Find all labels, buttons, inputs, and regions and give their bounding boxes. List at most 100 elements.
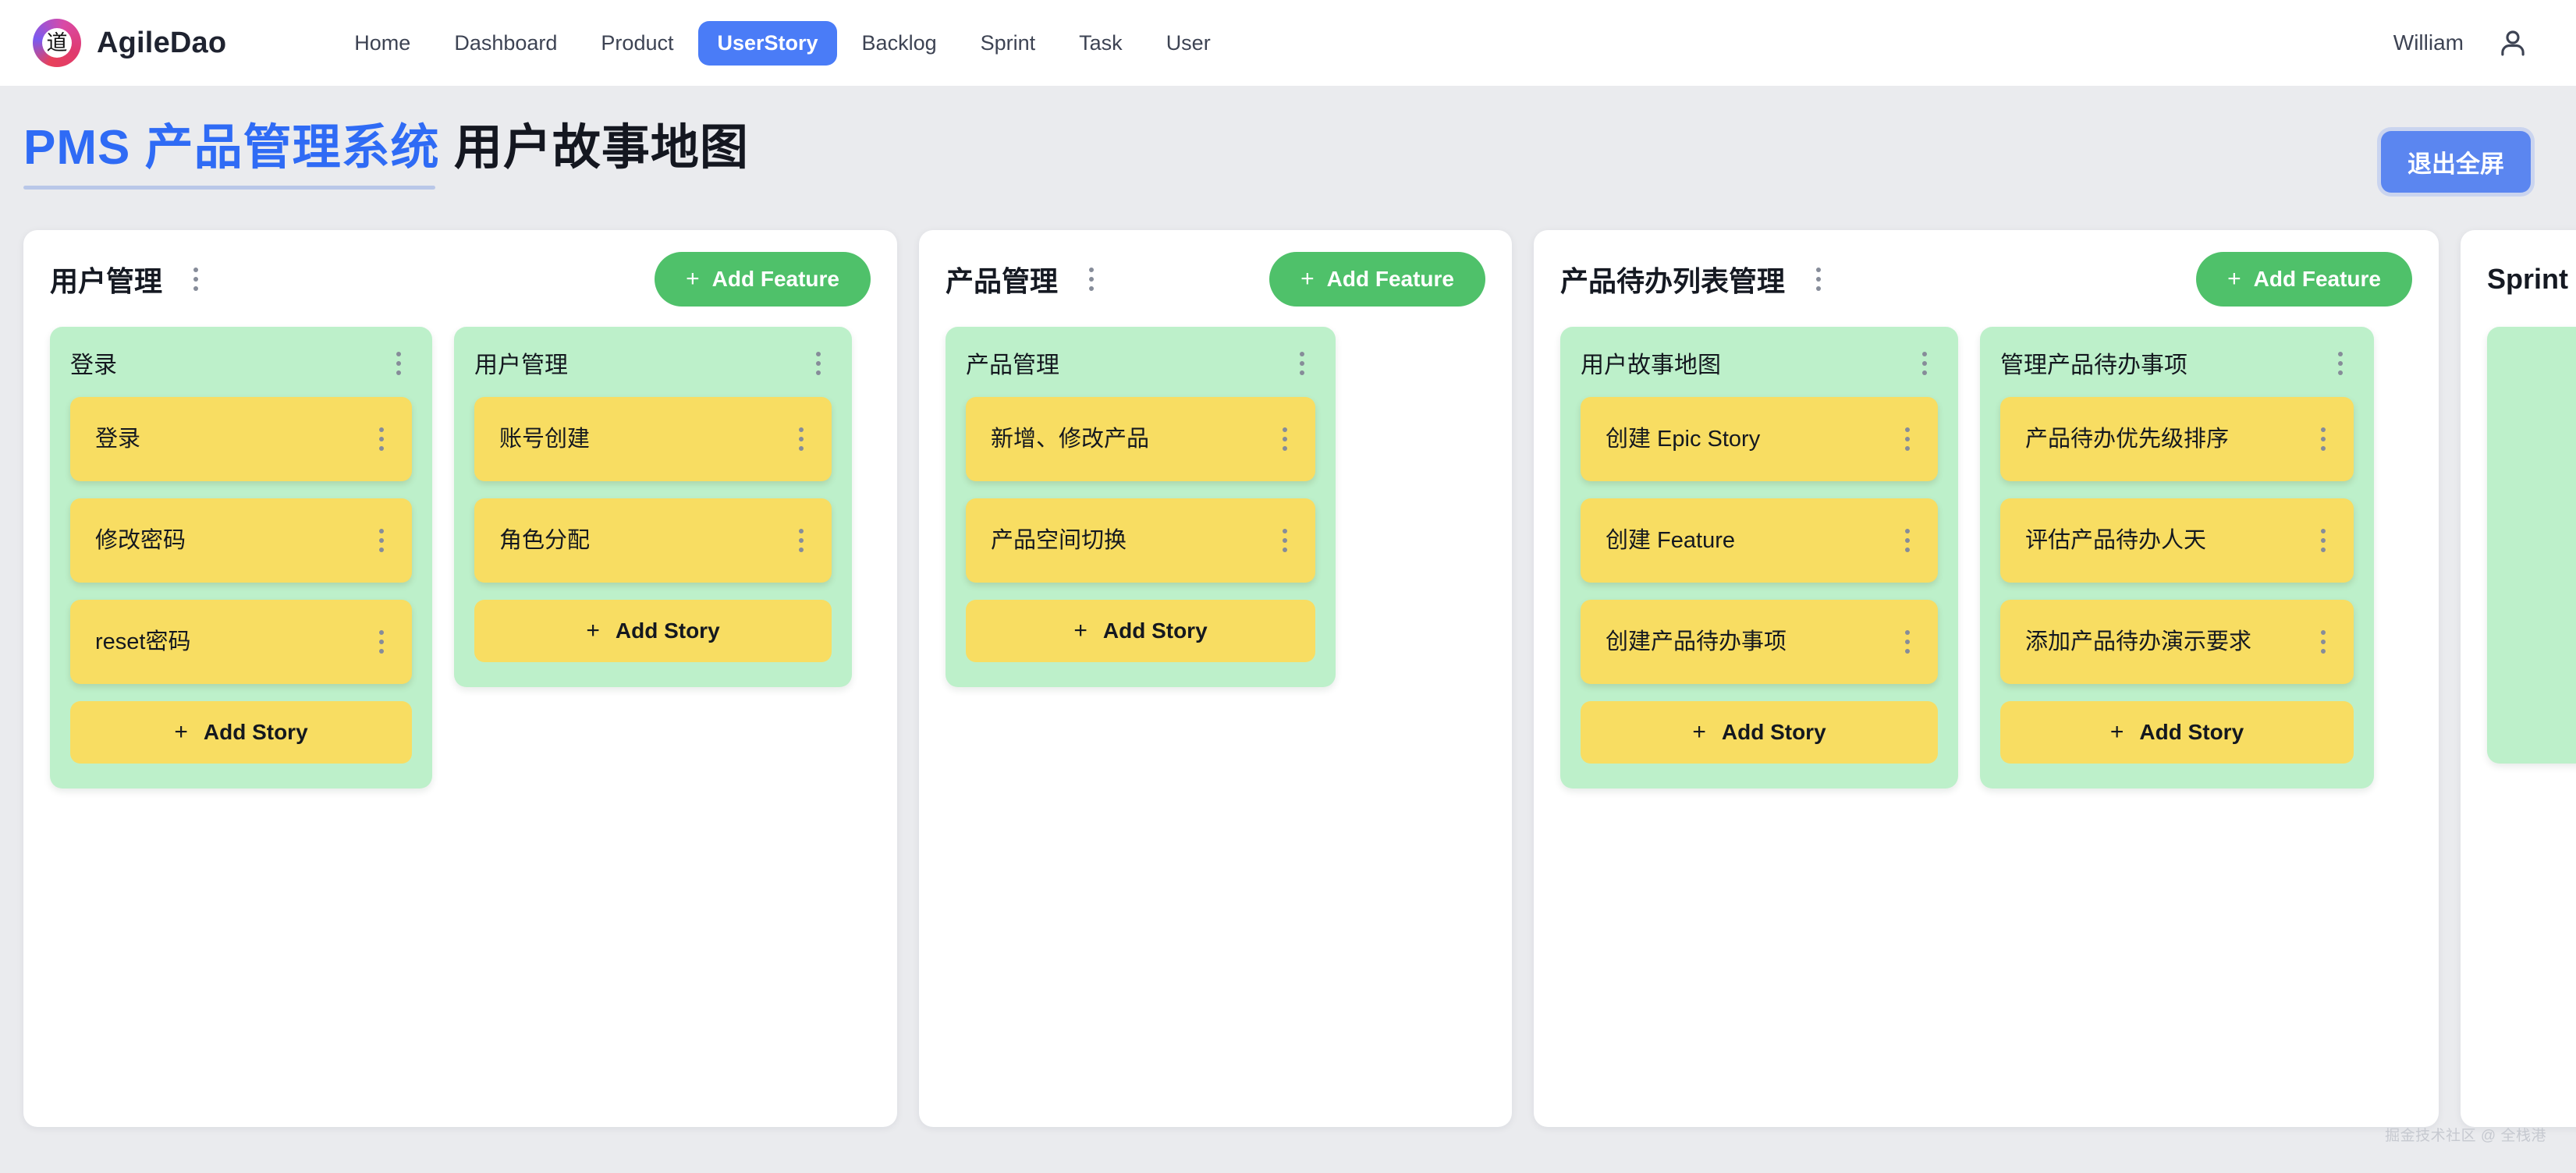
feature-menu-icon[interactable]: [1911, 346, 1938, 381]
watermark: 掘金技术社区 @ 全栈港: [2385, 1128, 2546, 1144]
nav-link-user[interactable]: User: [1166, 30, 1211, 55]
story-card[interactable]: 修改密码: [70, 498, 412, 583]
story-menu-icon[interactable]: [2310, 523, 2336, 558]
story-card[interactable]: 评估产品待办人天: [2000, 498, 2354, 583]
story-card[interactable]: 创建产品待办事项: [1581, 600, 1938, 685]
nav-link-task[interactable]: Task: [1079, 30, 1123, 55]
add-story-button[interactable]: +Add Story: [70, 701, 412, 764]
add-feature-label: Add Feature: [1326, 267, 1454, 292]
nav-link-home[interactable]: Home: [354, 30, 411, 55]
epic-menu-icon[interactable]: [1078, 261, 1105, 297]
feature-card[interactable]: [2487, 327, 2576, 764]
main-nav: Home Dashboard Product UserStory Backlog Spri…: [335, 20, 1229, 66]
story-title: 修改密码: [95, 527, 186, 553]
epic-column: Sprint+Add Feature: [2461, 230, 2576, 1128]
feature-header: 用户故事地图: [1581, 346, 1938, 381]
story-card[interactable]: 创建 Epic Story: [1581, 397, 1938, 482]
story-menu-icon[interactable]: [2310, 421, 2336, 457]
epic-menu-icon[interactable]: [183, 261, 209, 297]
plus-icon: +: [2109, 719, 2124, 746]
feature-menu-icon[interactable]: [385, 346, 412, 381]
story-card[interactable]: 角色分配: [474, 498, 832, 583]
epic-header: 用户管理+Add Feature: [50, 252, 871, 307]
feature-menu-icon[interactable]: [1289, 346, 1315, 381]
add-feature-button[interactable]: +Add Feature: [655, 252, 871, 307]
nav-link-userstory[interactable]: UserStory: [698, 20, 837, 66]
story-menu-icon[interactable]: [1894, 523, 1921, 558]
add-feature-button[interactable]: +Add Feature: [1269, 252, 1485, 307]
add-story-label: Add Story: [2139, 720, 2244, 745]
story-card[interactable]: 账号创建: [474, 397, 832, 482]
story-menu-icon[interactable]: [368, 421, 395, 457]
add-story-button[interactable]: + Add Story: [474, 600, 832, 663]
plus-icon: +: [586, 618, 600, 644]
page-title-section: 用户故事地图: [453, 121, 749, 175]
feature-menu-icon[interactable]: [805, 346, 832, 381]
nav-link-sprint[interactable]: Sprint: [980, 30, 1036, 55]
story-menu-icon[interactable]: [1894, 624, 1921, 660]
plus-icon: +: [2227, 266, 2241, 292]
story-title: 添加产品待办演示要求: [2025, 629, 2252, 654]
story-title: 创建 Feature: [1606, 527, 1735, 553]
add-feature-button[interactable]: +Add Feature: [2196, 252, 2412, 307]
features-row: 用户故事地图创建 Epic Story 创建 Feature 创建产品待办事项 + Ad…: [1560, 327, 2412, 789]
feature-menu-icon[interactable]: [2327, 346, 2354, 381]
story-card[interactable]: 新增、修改产品: [966, 397, 1315, 482]
story-title: 角色分配: [499, 527, 591, 553]
user-avatar-icon[interactable]: [2496, 27, 2529, 59]
feature-card[interactable]: 用户故事地图创建 Epic Story 创建 Feature 创建产品待办事项 +Ad…: [1560, 327, 1958, 789]
story-card[interactable]: 添加产品待办演示要求: [2000, 600, 2354, 685]
story-menu-icon[interactable]: [788, 523, 814, 558]
nav-link-product[interactable]: Product: [601, 30, 674, 55]
add-story-label: Add Story: [615, 618, 720, 643]
page-header: PMS 产品管理系统 用户故事地图 退出全屏: [0, 86, 2576, 204]
features-row: [2487, 327, 2576, 764]
story-menu-icon[interactable]: [368, 624, 395, 660]
story-menu-icon[interactable]: [788, 421, 814, 457]
story-card[interactable]: 产品空间切换: [966, 498, 1315, 583]
story-card[interactable]: 登录: [70, 397, 412, 482]
nav-link-backlog[interactable]: Backlog: [861, 30, 937, 55]
feature-header: 产品管理: [966, 346, 1315, 381]
story-card[interactable]: 产品待办优先级排序: [2000, 397, 2354, 482]
story-menu-icon[interactable]: [1894, 421, 1921, 457]
story-title: 新增、修改产品: [991, 426, 1150, 452]
page-title-product: PMS 产品管理系统: [23, 121, 440, 175]
story-menu-icon[interactable]: [368, 523, 395, 558]
features-row: 产品管理新增、修改产品产品空间切换 +Add Story: [946, 327, 1485, 688]
feature-title: 登录: [70, 353, 117, 379]
story-menu-icon[interactable]: [2310, 624, 2336, 660]
epic-menu-icon[interactable]: [1805, 261, 1832, 297]
story-card[interactable]: reset密码: [70, 600, 412, 685]
story-menu-icon[interactable]: [1272, 421, 1298, 457]
epic-title: 产品管理: [946, 265, 1059, 298]
feature-card[interactable]: 管理产品待办事项产品待办优先级排序评估产品待办人天添加产品待办演示要求+Add …: [1980, 327, 2374, 789]
title-underline: [23, 186, 435, 190]
add-story-button[interactable]: + Add Story: [2000, 701, 2354, 764]
story-title: 创建 Epic Story: [1606, 426, 1761, 452]
story-title: reset密码: [95, 629, 191, 654]
exit-fullscreen-button[interactable]: 退出全屏: [2381, 131, 2531, 193]
add-story-button[interactable]: +Add Story: [966, 600, 1315, 663]
brand-logo[interactable]: 道 AgileDao: [33, 19, 226, 67]
page-title-wrap: PMS 产品管理系统 用户故事地图: [23, 121, 749, 204]
logo-glyph: 道: [46, 30, 68, 55]
feature-header: 用户管理: [474, 346, 832, 381]
epic-header: 产品管理 +Add Feature: [946, 252, 1485, 307]
add-story-button[interactable]: +Add Story: [1581, 701, 1938, 764]
story-menu-icon[interactable]: [1272, 523, 1298, 558]
feature-card[interactable]: 产品管理新增、修改产品产品空间切换 +Add Story: [946, 327, 1336, 688]
feature-title: 产品管理: [966, 353, 1059, 379]
plus-icon: +: [1692, 719, 1706, 746]
navbar-right: William: [2393, 27, 2529, 59]
epic-title: 产品待办列表管理: [1560, 265, 1786, 298]
nav-link-dashboard[interactable]: Dashboard: [454, 30, 558, 55]
story-card[interactable]: 创建 Feature: [1581, 498, 1938, 583]
add-story-label: Add Story: [203, 720, 308, 745]
brand-name: AgileDao: [97, 26, 227, 59]
feature-card[interactable]: 用户管理账号创建角色分配 + Add Story: [454, 327, 852, 688]
